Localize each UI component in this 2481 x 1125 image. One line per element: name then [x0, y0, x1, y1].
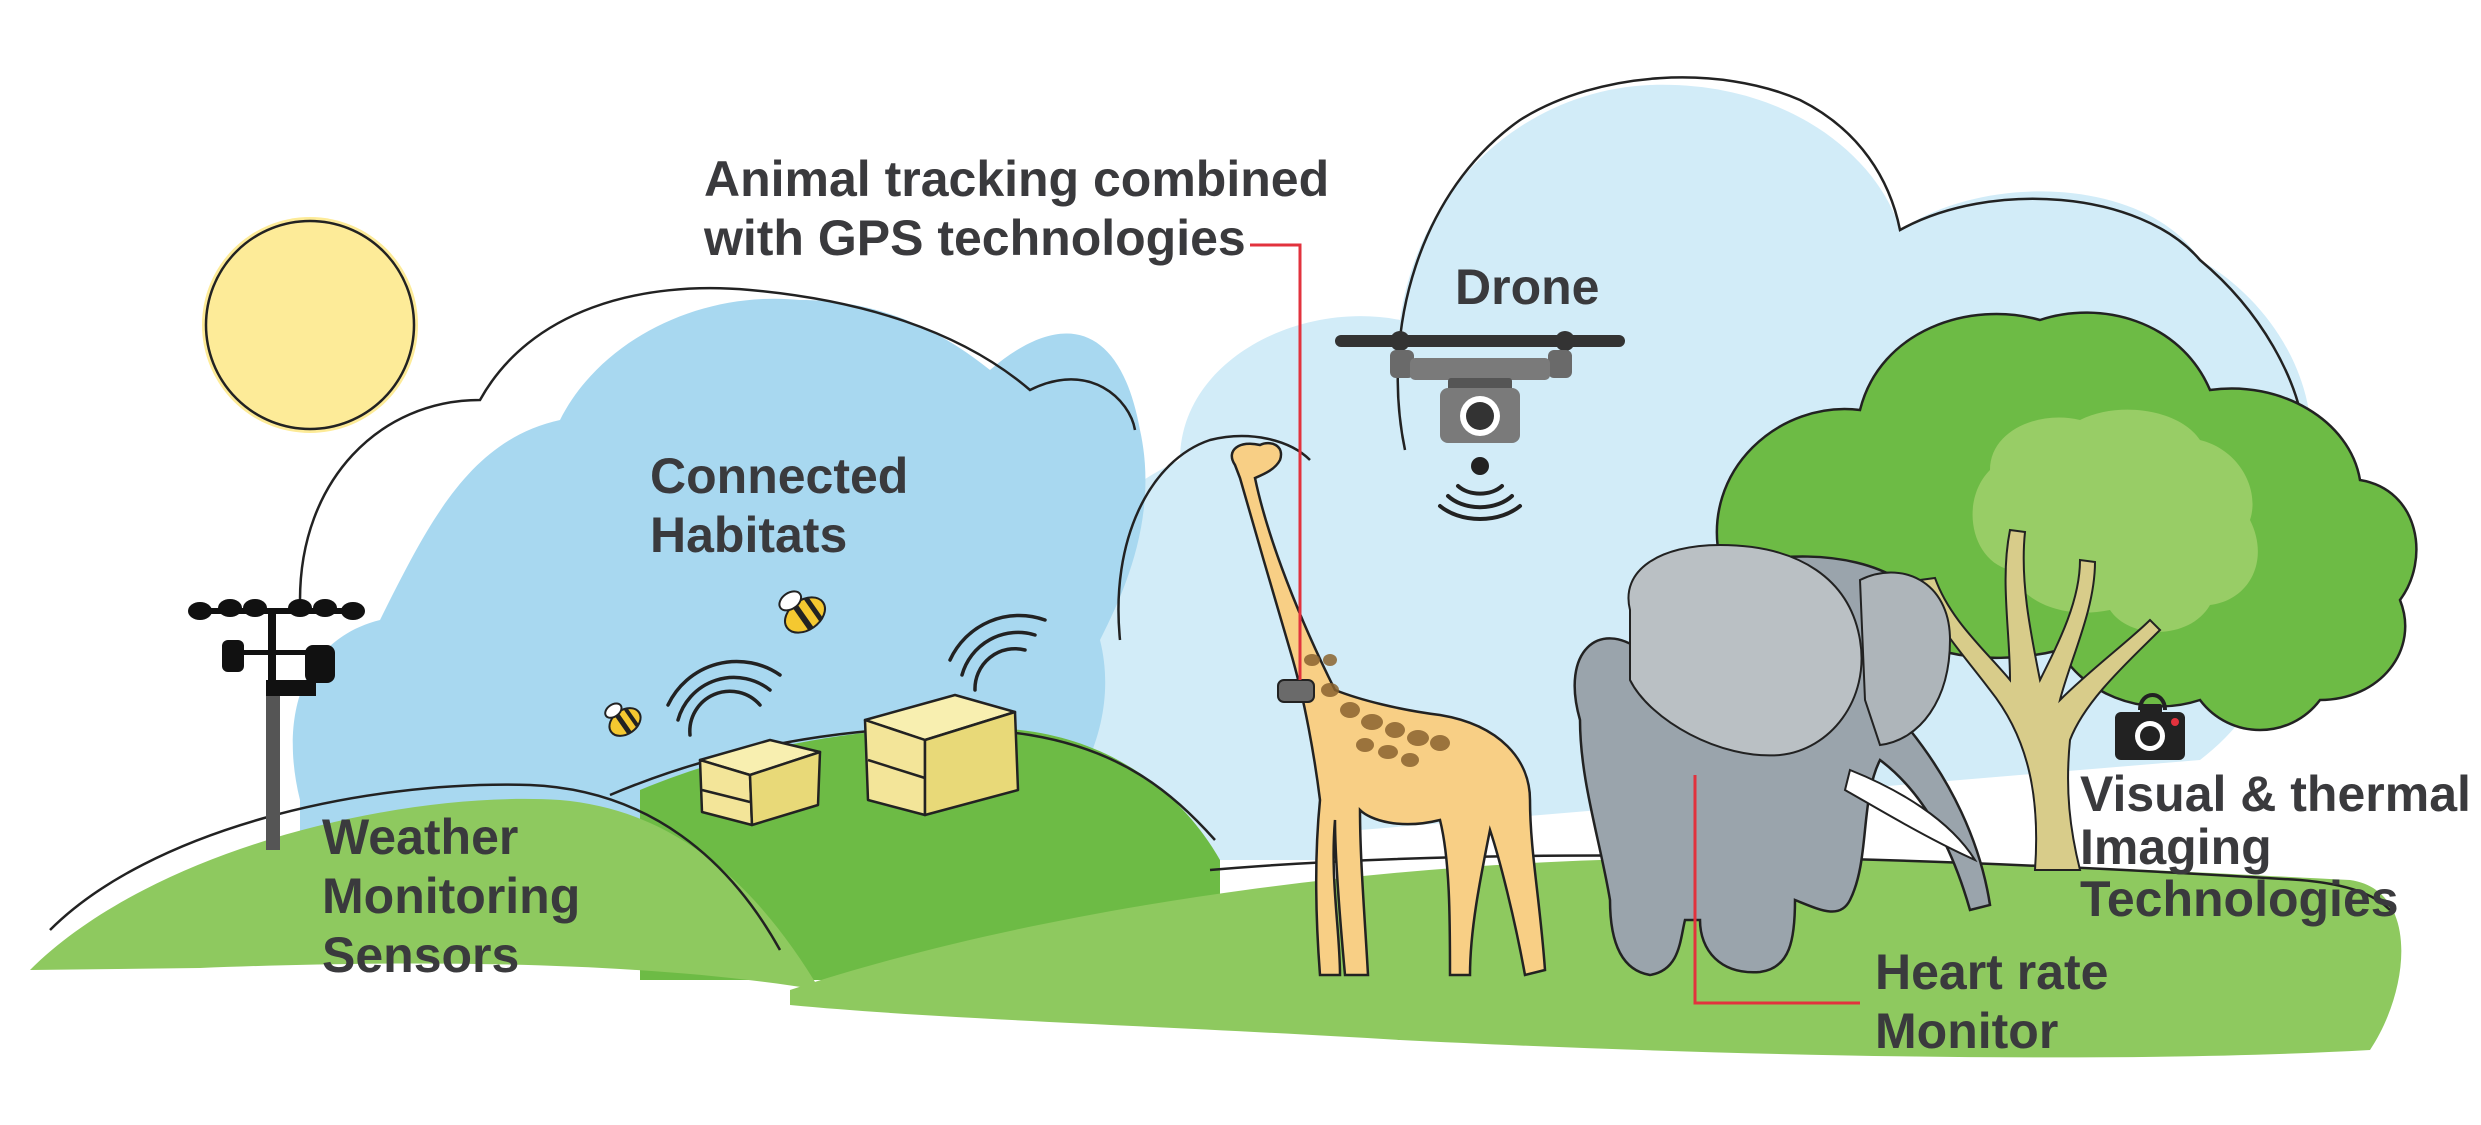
imaging-label-line-3: Technologies — [2080, 871, 2399, 927]
heart-label-line-2: Monitor — [1875, 1003, 2059, 1059]
tree-canopy-light — [1972, 409, 2258, 632]
weather-arm — [240, 650, 310, 655]
sky-outline-middle — [1117, 434, 1311, 641]
connected-habitats-label: Connected Habitats — [650, 447, 908, 565]
anemometer-cups — [188, 599, 365, 620]
heart-callout-line — [1693, 775, 1860, 1005]
beehive-icon — [698, 693, 1020, 827]
ground-right — [790, 859, 2402, 1058]
weather-label-line-1: Weather — [322, 809, 519, 865]
weather-monitoring-label: Weather Monitoring Sensors — [322, 808, 580, 985]
imaging-technologies-label: Visual & thermal Imaging Technologies — [2080, 768, 2471, 926]
giraffe-body — [1230, 441, 1547, 977]
callout-lines — [1250, 243, 1860, 1005]
hill-left — [30, 798, 820, 990]
weather-label-line-2: Monitoring — [322, 868, 581, 924]
sun-shape — [202, 217, 418, 433]
elephant-tusk — [1843, 768, 1978, 863]
drone-icon — [1335, 331, 1625, 521]
elephant-icon — [1573, 543, 1992, 977]
elephant-ear-right — [1858, 571, 1952, 747]
gps-collar-icon — [1277, 679, 1315, 703]
heart-rate-monitor-label: Heart rate Monitor — [1875, 943, 2108, 1061]
giraffe-spots — [1304, 654, 1450, 767]
sun-outline — [204, 219, 416, 431]
imaging-label-line-2: Imaging — [2080, 818, 2272, 875]
tracking-label-line-2: with GPS technologies — [704, 210, 1246, 266]
tracking-callout-line — [1250, 243, 1302, 680]
sun-icon — [202, 217, 418, 433]
weather-label-line-3: Sensors — [322, 927, 520, 983]
elephant-ear — [1627, 543, 1863, 757]
tracking-label-line-1: Animal tracking combined — [704, 151, 1330, 207]
drone-label: Drone — [1455, 259, 1600, 315]
imaging-label-line-1: Visual & thermal — [2080, 766, 2471, 822]
habitats-label-line-1: Connected — [650, 448, 909, 504]
heart-label-line-1: Heart rate — [1875, 944, 2109, 1000]
camera-icon — [2115, 693, 2185, 760]
bee-icon — [604, 590, 826, 737]
beehive-large — [863, 693, 1020, 817]
weather-pole — [266, 680, 280, 850]
giraffe-icon — [1230, 441, 1547, 977]
weather-crossbar — [195, 608, 355, 614]
wireless-signal-icon — [666, 613, 1047, 737]
hill-left-outline — [49, 783, 782, 951]
weather-sensor-right — [305, 645, 335, 683]
habitats-label-line-2: Habitats — [650, 507, 848, 563]
weather-station-icon — [188, 599, 365, 850]
weather-sensor-left — [222, 640, 244, 672]
ground-right-outline — [1209, 854, 2391, 911]
beehive-small — [698, 738, 822, 827]
animal-tracking-label: Animal tracking combined with GPS techno… — [704, 150, 1329, 268]
sky-outline-left — [298, 286, 1137, 601]
weather-box — [266, 680, 316, 696]
sky-outline-right — [1396, 76, 2307, 451]
